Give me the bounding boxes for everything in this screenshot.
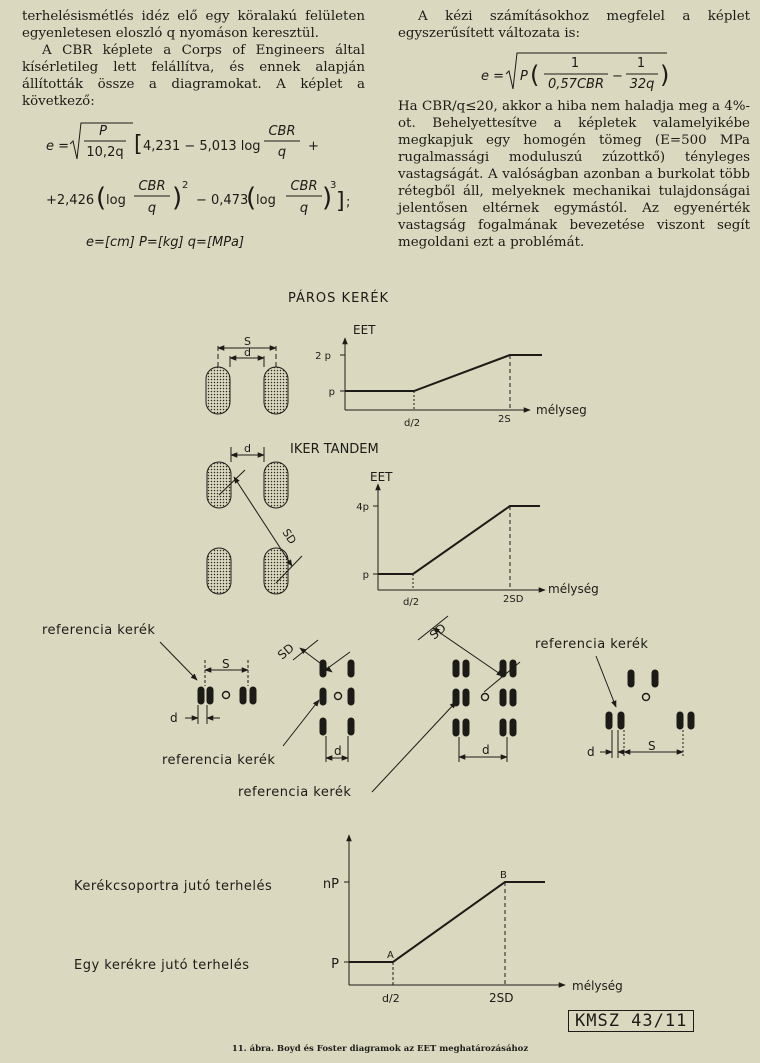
dim-s-label: S — [244, 335, 251, 348]
wheel-icon — [239, 686, 247, 705]
graph3-point-a: A — [387, 950, 394, 961]
formula1-q: q — [278, 145, 286, 160]
title-iker-tandem: IKER TANDEM — [290, 442, 379, 457]
tandem-dim-sd: SD — [279, 527, 298, 547]
formula1-q-3: q — [300, 201, 308, 216]
ref-label-3: referencia kerék — [238, 785, 351, 800]
paragraph-4: Ha CBR/q≤20, akkor a hiba nem haladja me… — [398, 99, 750, 250]
formula1-term-a: 4,231 − 5,013 log — [143, 139, 261, 154]
graph3-depth-label: mélység — [572, 979, 623, 993]
graph1-x-dhalf: d/2 — [404, 418, 420, 429]
tandem-dim-d: d — [244, 442, 251, 455]
formula1-cbr-2: CBR — [138, 179, 165, 194]
figure-tag: KMSZ 43/11 — [568, 1010, 695, 1032]
graph1-y-2p: 2 p — [315, 351, 331, 362]
formula1-log-1: log — [106, 193, 126, 208]
formula1-semicolon: ; — [346, 195, 350, 210]
formula1-units: e=[cm] P=[kg] q=[MPa] — [86, 235, 244, 250]
wheel-icon — [263, 366, 289, 415]
graph3-y-np: nP — [323, 877, 339, 892]
graph2-y-4p: 4p — [356, 502, 369, 513]
paragraph-3: A kézi számításokhoz megfelel a képlet e… — [398, 9, 750, 41]
graph2-x-dhalf: d/2 — [403, 597, 419, 608]
wheel-icon — [206, 686, 214, 705]
formula1-paren-open-2: ( — [246, 183, 256, 213]
ref1-dim-d: d — [170, 711, 178, 725]
graph3-y-p: P — [331, 957, 339, 972]
paros-kerek-section: PÁROS KERÉK S d EET mélyseg 2 p p d/2 2S — [205, 290, 587, 429]
formula1-term-c: − 0,473 — [196, 193, 248, 208]
ref-label-1: referencia kerék — [42, 623, 155, 638]
graph2-depth-label: mélység — [548, 582, 599, 596]
wheel-icon — [205, 366, 231, 415]
formula1-paren-close-2: ) — [322, 183, 332, 213]
formula1-log-2: log — [256, 193, 276, 208]
wheel-icon — [206, 547, 232, 595]
formula1-square: 2 — [182, 180, 188, 191]
graph2-eet-label: EET — [370, 470, 393, 484]
ref2-dim-d: d — [334, 744, 342, 758]
ref3-dim-sd: SD — [427, 621, 449, 643]
paragraph-1: terhelésismétlés idéz elő egy köralakú f… — [22, 9, 365, 41]
iker-tandem-section: IKER TANDEM d SD EET mélység 4p p d/2 2S… — [206, 442, 599, 608]
graph3-x-2sd: 2SD — [489, 991, 514, 1005]
graph1-eet-label: EET — [353, 323, 376, 337]
cbr-formula: e = P 10,2q [ 4,231 − 5,013 log CBR q + … — [46, 122, 350, 250]
wheel-icon — [206, 461, 232, 509]
ref4-dim-s: S — [648, 739, 656, 753]
load-depth-section: Kerékcsoportra jutó terhelés Egy kerékre… — [74, 834, 623, 1005]
graph2-x-2sd: 2SD — [503, 594, 524, 605]
ref1-dim-s: S — [222, 657, 230, 671]
wheel-icon — [263, 547, 289, 595]
formula1-term-b: +2,426 — [46, 193, 94, 208]
center-mark-icon — [221, 690, 231, 700]
formula1-paren-close-1: ) — [172, 183, 182, 213]
wheel-icon — [249, 686, 257, 705]
dim-d-label: d — [244, 346, 251, 359]
ref-label-2: referencia kerék — [162, 753, 275, 768]
graph2-y-p: p — [363, 570, 369, 581]
ref2-dim-sd: SD — [275, 641, 297, 663]
figure-caption: 11. ábra. Boyd és Foster diagramok az EE… — [231, 1044, 529, 1054]
graph1-x-2s: 2S — [498, 414, 511, 425]
formula1-cube: 3 — [330, 180, 336, 191]
formula1-bracket-close: ] — [336, 189, 345, 214]
right-column: A kézi számításokhoz megfelel a képlet e… — [398, 8, 750, 251]
label-group-load: Kerékcsoportra jutó terhelés — [74, 879, 272, 894]
formula1-cbr-3: CBR — [290, 179, 317, 194]
graph3-x-dhalf: d/2 — [382, 992, 400, 1005]
title-paros-kerek: PÁROS KERÉK — [288, 290, 389, 306]
ref3-dim-d: d — [482, 743, 490, 757]
formula1-frac-num: P — [99, 124, 107, 139]
formula1-lhs: e = — [46, 139, 69, 154]
ref4-dim-d: d — [587, 745, 595, 759]
wheel-icon — [197, 686, 205, 705]
formula1-cbr: CBR — [268, 124, 295, 139]
graph1-depth-label: mélyseg — [536, 403, 587, 417]
formula1-bracket-open: [ — [134, 132, 143, 157]
graph1-y-p: p — [329, 387, 335, 398]
label-single-load: Egy kerékre jutó terhelés — [74, 958, 250, 973]
paragraph-2: A CBR képlete a Corps of Engineers által… — [22, 43, 365, 109]
graph3-point-b: B — [500, 870, 507, 881]
reference-wheel-section: referencia kerék S d SD d referencia ke — [42, 615, 695, 800]
wheel-icon — [263, 461, 289, 509]
formula1-q-2: q — [148, 201, 156, 216]
ref-label-4: referencia kerék — [535, 637, 648, 652]
formula1-plus: + — [308, 139, 319, 154]
formula1-paren-open-1: ( — [96, 183, 106, 213]
left-column: terhelésismétlés idéz elő egy köralakú f… — [22, 8, 365, 110]
formula1-frac-den: 10,2q — [86, 145, 123, 160]
